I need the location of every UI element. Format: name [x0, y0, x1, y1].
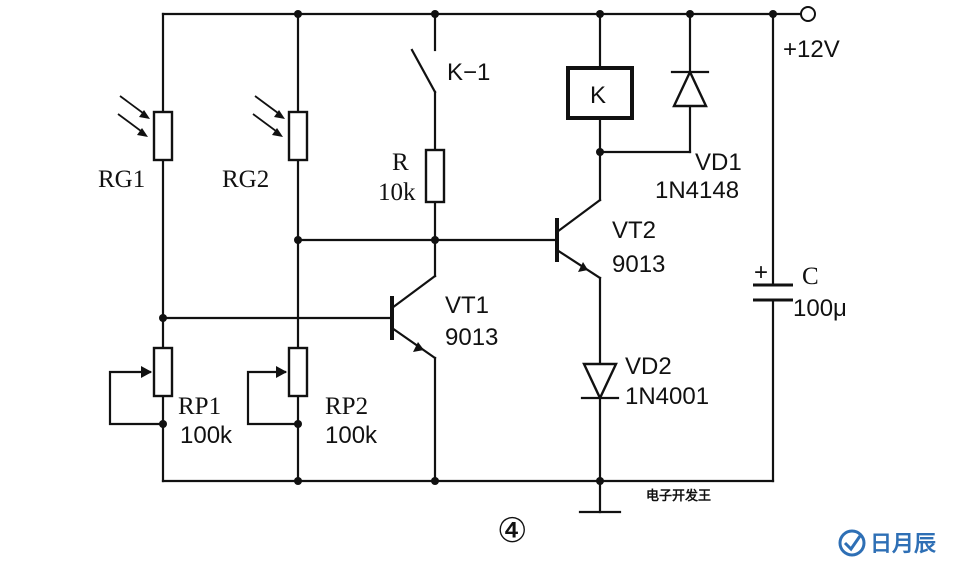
c-polarity: + [754, 259, 768, 286]
capacitor-c: + C 100μ [753, 259, 847, 322]
rp2-value: 100k [325, 422, 378, 449]
figure-number: ④ [497, 513, 527, 550]
relay-label: K [590, 82, 606, 109]
wiring [108, 12, 802, 514]
supply-label: +12V [783, 36, 840, 63]
photoresistor-rg2: RG2 [222, 95, 309, 193]
vt2-part: 9013 [612, 251, 665, 278]
c-label: C [802, 263, 819, 290]
photoresistor-rg1: RG1 [98, 95, 174, 193]
rp1-value: 100k [180, 422, 233, 449]
diode-vd1: VD1 1N4148 [655, 69, 742, 204]
relay-contact-k1: K−1 [410, 48, 490, 94]
light-arrows-icon [252, 95, 285, 137]
light-arrows-icon [117, 95, 150, 137]
vt2-label: VT2 [612, 217, 656, 244]
relay-coil: K [566, 66, 634, 120]
vd2-part: 1N4001 [625, 383, 709, 410]
logo-text: 日月辰 [870, 532, 936, 557]
vt1-part: 9013 [445, 324, 498, 351]
potentiometer-rp2: RP2 100k [276, 346, 378, 449]
rp2-label: RP2 [325, 393, 368, 420]
vt1-label: VT1 [445, 292, 489, 319]
vd1-label: VD1 [695, 149, 742, 176]
junction-dots [159, 10, 777, 485]
logo-mark-icon [838, 529, 866, 557]
k1-label: K−1 [447, 59, 490, 86]
transistor-vt1: VT1 9013 [390, 274, 498, 360]
potentiometer-rp1: RP1 100k [141, 346, 233, 449]
c-value: 100μ [793, 295, 847, 322]
watermark-text: 电子开发王 [646, 488, 711, 504]
supply-terminal: +12V [783, 6, 840, 63]
vd2-label: VD2 [625, 353, 672, 380]
r-value: 10k [378, 179, 416, 206]
logo: 日月辰 [838, 529, 936, 557]
rg2-label: RG2 [222, 166, 269, 193]
rp1-label: RP1 [178, 393, 221, 420]
rg1-label: RG1 [98, 166, 145, 193]
resistor-r: R 10k [378, 148, 446, 206]
diode-vd2: VD2 1N4001 [580, 353, 709, 410]
transistor-vt2: VT2 9013 [555, 198, 665, 280]
vd1-part: 1N4148 [655, 177, 739, 204]
r-label: R [392, 149, 409, 176]
